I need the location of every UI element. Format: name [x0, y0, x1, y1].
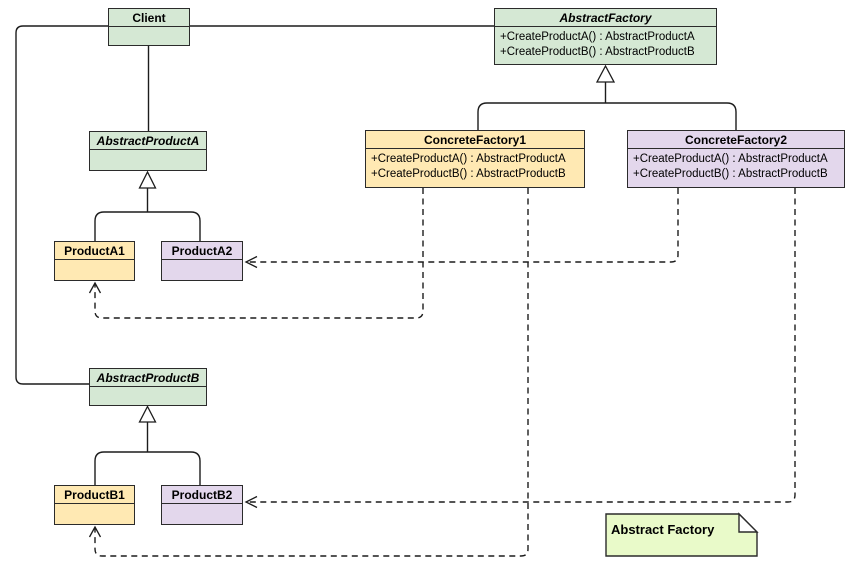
class-body: +CreateProductA() : AbstractProductA +Cr… — [366, 149, 584, 187]
note-fold-icon — [738, 512, 759, 533]
dependency-concretefactory1-productb1[interactable] — [88, 188, 529, 557]
class-product-a1[interactable]: ProductA1 — [54, 241, 135, 281]
note-label: Abstract Factory — [611, 522, 715, 537]
class-title: ProductA1 — [55, 242, 134, 260]
class-abstract-product-b[interactable]: AbstractProductB — [89, 368, 207, 406]
method-create-product-b: +CreateProductB() : AbstractProductB — [371, 168, 566, 180]
dependency-concretefactory2-producta2[interactable] — [244, 188, 679, 269]
class-title: ConcreteFactory1 — [366, 131, 584, 149]
method-create-product-a: +CreateProductA() : AbstractProductA — [500, 31, 695, 43]
generalization-concretefactories-abstractfactory[interactable] — [477, 64, 737, 130]
class-body — [162, 260, 242, 280]
open-arrow-icon — [244, 495, 258, 509]
class-title: AbstractFactory — [495, 9, 716, 27]
method-create-product-b: +CreateProductB() : AbstractProductB — [500, 46, 695, 58]
generalization-productas-abstractproducta[interactable] — [94, 170, 201, 241]
class-body — [55, 260, 134, 280]
class-title: ProductB1 — [55, 486, 134, 504]
class-concrete-factory-1[interactable]: ConcreteFactory1 +CreateProductA() : Abs… — [365, 130, 585, 188]
class-body — [162, 504, 242, 524]
class-product-b2[interactable]: ProductB2 — [161, 485, 243, 525]
generalization-productbs-abstractproductb[interactable] — [94, 405, 201, 486]
method-create-product-a: +CreateProductA() : AbstractProductA — [633, 153, 828, 165]
association-client-abstractproductb[interactable] — [15, 25, 108, 385]
open-arrow-icon — [88, 525, 102, 538]
class-title: ProductB2 — [162, 486, 242, 504]
method-create-product-a: +CreateProductA() : AbstractProductA — [371, 153, 566, 165]
class-title: ConcreteFactory2 — [628, 131, 844, 149]
class-body — [109, 27, 189, 45]
class-abstract-factory[interactable]: AbstractFactory +CreateProductA() : Abst… — [494, 8, 717, 65]
class-product-b1[interactable]: ProductB1 — [54, 485, 135, 525]
class-client[interactable]: Client — [108, 8, 190, 46]
class-body — [55, 504, 134, 524]
class-abstract-product-a[interactable]: AbstractProductA — [89, 131, 207, 171]
class-concrete-factory-2[interactable]: ConcreteFactory2 +CreateProductA() : Abs… — [627, 130, 845, 188]
class-product-a2[interactable]: ProductA2 — [161, 241, 243, 281]
method-create-product-b: +CreateProductB() : AbstractProductB — [633, 168, 828, 180]
class-title: ProductA2 — [162, 242, 242, 260]
open-arrow-icon — [244, 255, 258, 269]
dependency-concretefactory1-producta1[interactable] — [88, 188, 424, 319]
open-arrow-icon — [88, 281, 102, 294]
dependency-concretefactory2-productb2[interactable] — [244, 188, 796, 509]
class-body — [90, 387, 206, 405]
class-title: AbstractProductA — [90, 132, 206, 150]
hollow-triangle-icon — [138, 405, 157, 423]
class-body — [90, 150, 206, 170]
note-shape[interactable] — [605, 512, 759, 557]
class-title: AbstractProductB — [90, 369, 206, 387]
class-title: Client — [109, 9, 189, 27]
class-body: +CreateProductA() : AbstractProductA +Cr… — [628, 149, 844, 187]
hollow-triangle-icon — [595, 64, 616, 83]
hollow-triangle-icon — [138, 170, 157, 189]
class-body: +CreateProductA() : AbstractProductA +Cr… — [495, 27, 716, 64]
